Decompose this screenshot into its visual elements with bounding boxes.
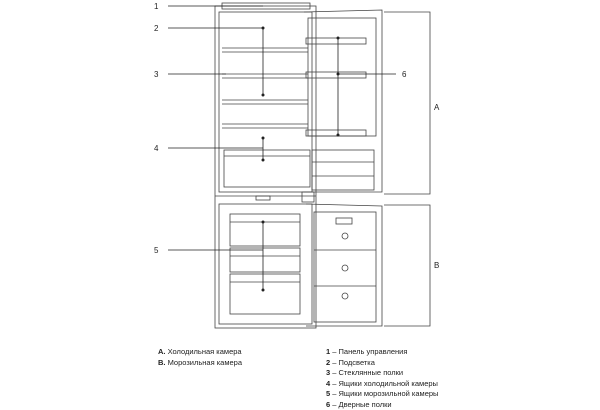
legend-key: B. (158, 357, 166, 367)
legend-text: – Панель управления (332, 347, 408, 356)
legend-key: 2 (326, 357, 331, 367)
refrigerator-diagram: 1 2 3 4 5 6 A B (154, 2, 440, 329)
callout-5: 5 (154, 246, 159, 255)
legend-parts: 1 – Панель управления 2 – Подсветка 3 – … (326, 347, 438, 410)
legend-text: Морозильная камера (167, 357, 243, 367)
legend-text: – Ящики холодильной камеры (332, 378, 438, 388)
freezer-drawer-3 (229, 273, 301, 315)
legend-text: – Подсветка (332, 357, 375, 367)
freezer-drawer-1 (229, 213, 301, 247)
callout-1: 1 (154, 2, 159, 11)
legend-text: Холодильная камера (167, 347, 242, 356)
fridge-door (303, 9, 383, 193)
legend-sections: A. Холодильная камера B. Морозильная кам… (158, 347, 242, 368)
callout-4: 4 (154, 144, 159, 153)
legend-key: A. (158, 347, 166, 356)
legend-key: 1 (326, 347, 331, 356)
section-a-label: A (434, 103, 440, 112)
freezer-drawer-2 (229, 247, 301, 273)
legend-text: – Дверные полки (332, 399, 392, 409)
legend-text: – Стеклянные полки (332, 368, 404, 377)
callout-3: 3 (154, 70, 159, 79)
section-a-bracket (384, 11, 431, 195)
legend-item: 5 – Ящики морозильной камеры (326, 389, 438, 400)
legend-item: 1 – Панель управления (326, 347, 438, 358)
legend-key: 4 (326, 378, 331, 388)
section-b-label: B (434, 261, 439, 270)
legend-key: 3 (326, 368, 331, 377)
legend-item: A. Холодильная камера (158, 347, 242, 358)
freezer-door (305, 203, 383, 327)
fridge-drawer (223, 149, 311, 188)
legend-item: 3 – Стеклянные полки (326, 368, 438, 379)
legend-text: – Ящики морозильной камеры (332, 389, 439, 398)
legend-item: 6 – Дверные полки (326, 400, 438, 410)
callout-6: 6 (402, 70, 407, 79)
section-b-bracket (384, 204, 431, 327)
legend-item: 2 – Подсветка (326, 358, 438, 369)
fridge-cabinet (214, 5, 317, 329)
legend-key: 5 (326, 389, 331, 398)
callout-2: 2 (154, 24, 159, 33)
legend-key: 6 (326, 399, 331, 409)
legend-item: B. Морозильная камера (158, 358, 242, 369)
legend-item: 4 – Ящики холодильной камеры (326, 379, 438, 390)
